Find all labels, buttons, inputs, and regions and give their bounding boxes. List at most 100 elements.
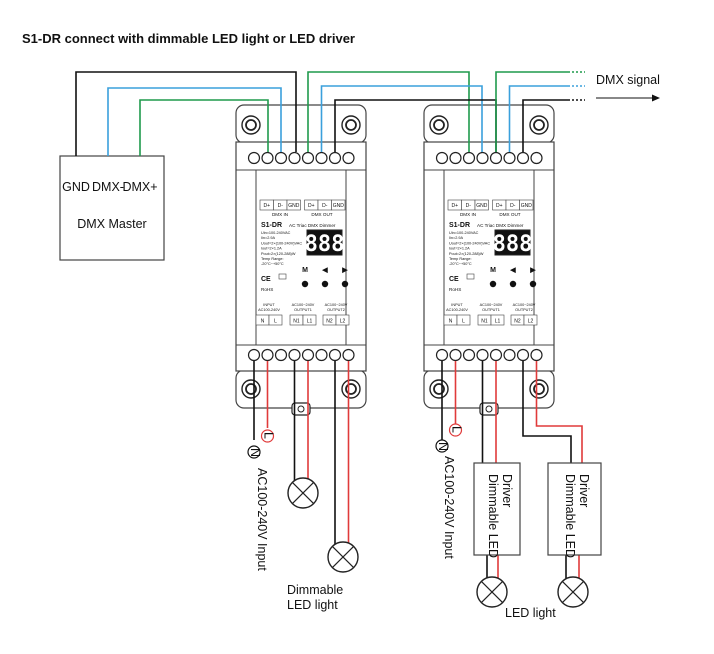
button-label-2: ▶ <box>529 267 536 274</box>
wire-driver2-l <box>535 361 583 463</box>
bottom-terminal-6 <box>516 348 530 362</box>
ce-mark: CE <box>449 276 459 283</box>
device-brand: S1-DR <box>449 222 470 229</box>
bottom-cell-0: N <box>449 319 453 325</box>
top-cell-box-5 <box>331 199 346 211</box>
bottom-terminal-2 <box>274 348 288 362</box>
bottom-group-label-2b: OUTPUT2 <box>327 308 345 312</box>
mount-hole-inner-3 <box>345 383 357 395</box>
marker-n-1-text: N <box>248 448 262 457</box>
top-cell-3: D+ <box>308 203 315 209</box>
top-terminal-2 <box>462 151 476 165</box>
display-screen <box>306 229 343 256</box>
diagram-title: S1-DR connect with dimmable LED light or… <box>22 31 355 46</box>
wires <box>75 71 585 580</box>
ce-mark: CE <box>261 276 271 283</box>
bottom-group-label-0a: INPUT <box>451 303 463 307</box>
bottom-group-label-1a: AC100~240V <box>292 303 315 307</box>
button-dot-1 <box>321 280 329 288</box>
dmx-in-label: DMX IN <box>272 212 288 217</box>
led-light-label: LED light <box>505 606 556 620</box>
display-digits: 888 <box>305 232 345 257</box>
spec-line-6: -20°C~+50°C <box>261 262 284 266</box>
button-dot-2 <box>529 280 537 288</box>
bottom-terminal-4 <box>301 348 315 362</box>
top-terminal-2 <box>274 151 288 165</box>
dmx-out-label: DMX OUT <box>311 212 332 217</box>
spec-line-3: Iout=2×1.2A <box>261 247 282 251</box>
bottom-cell-2: N1 <box>293 319 300 325</box>
lamp-cross-b-0 <box>291 481 315 505</box>
bin-icon <box>278 273 287 280</box>
bottom-group-label-0a: INPUT <box>263 303 275 307</box>
din-clip-hole <box>485 405 493 413</box>
top-cell-4: D- <box>322 203 328 209</box>
top-terminal-0 <box>435 151 449 165</box>
spec-line-5: Temp Range: <box>261 257 284 261</box>
dmx-signal-label: DMX signal <box>596 73 660 87</box>
bottom-terminal-0 <box>435 348 449 362</box>
button-dot-0 <box>301 280 309 288</box>
top-cell-0: D+ <box>263 203 270 209</box>
marker-n-1 <box>247 445 261 459</box>
wire-dmx-plus-master <box>139 99 269 156</box>
wire-dmx-plus-out <box>495 71 570 152</box>
led-driver-label-2a: Dimmable LED <box>563 474 577 558</box>
bottom-terminal-5 <box>503 348 516 362</box>
dmx-master-label: DMX Master <box>77 217 146 231</box>
top-cell-2: GND <box>476 203 488 209</box>
bottom-cell-box-1 <box>268 314 283 326</box>
top-cell-box-2 <box>474 199 489 211</box>
spec-line-1: Iin=2.9A <box>449 236 464 240</box>
button-dot-2 <box>341 280 349 288</box>
bottom-cell-box-3 <box>302 314 317 326</box>
top-cell-1: D- <box>466 203 472 209</box>
bottom-cell-1: L <box>462 319 465 325</box>
bottom-terminal-3 <box>288 348 301 362</box>
top-terminal-3 <box>288 151 301 165</box>
bottom-cell-4: N2 <box>514 319 521 325</box>
marker-l-1 <box>260 429 275 443</box>
top-terminal-0 <box>247 151 261 165</box>
marker-n-2 <box>435 439 449 453</box>
mount-hole-inner-3 <box>533 383 545 395</box>
rohs-mark: RoHS <box>449 287 461 292</box>
top-terminal-1 <box>261 151 274 165</box>
top-terminal-7 <box>530 151 543 165</box>
top-terminal-5 <box>503 151 516 165</box>
top-cell-5: GND <box>521 203 533 209</box>
dmx-in-label: DMX IN <box>460 212 476 217</box>
bottom-cell-3: L1 <box>495 319 501 325</box>
mount-hole-inner-0 <box>245 119 257 131</box>
device-subtitle: AC Triac DMX Dimmer <box>289 223 336 228</box>
bottom-group-label-0b: AC100-240V <box>258 308 280 312</box>
spec-line-0: Uin=100-240VAC <box>261 231 291 235</box>
dimmable-light-label-line1: Dimmable <box>287 583 343 597</box>
input-label-1: AC100-240V Input <box>255 468 269 571</box>
bottom-terminal-0 <box>247 348 261 362</box>
bottom-cell-box-5 <box>335 314 350 326</box>
bottom-terminal-1 <box>261 348 274 362</box>
lamp-cross-b-3 <box>561 580 585 604</box>
spec-line-3: Iout=2×1.2A <box>449 247 470 251</box>
top-terminal-4 <box>301 151 315 165</box>
marker-l-2 <box>448 423 463 437</box>
lamps <box>287 477 589 608</box>
top-terminal-6 <box>516 151 530 165</box>
wire-gnd-out <box>522 99 570 152</box>
button-label-0: M <box>490 267 496 274</box>
wire-dmx-plus-link <box>307 71 470 152</box>
bottom-terminal-1 <box>449 348 462 362</box>
master-pin-gnd: GND <box>62 180 90 194</box>
top-cell-3: D+ <box>496 203 503 209</box>
lamp-cross-b-2 <box>480 580 504 604</box>
bottom-cell-box-3 <box>490 314 505 326</box>
marker-l-2-text: L <box>450 426 464 433</box>
bottom-cell-4: N2 <box>326 319 333 325</box>
top-cell-1: D- <box>278 203 284 209</box>
top-terminal-1 <box>449 151 462 165</box>
bottom-group-label-0b: AC100-240V <box>446 308 468 312</box>
